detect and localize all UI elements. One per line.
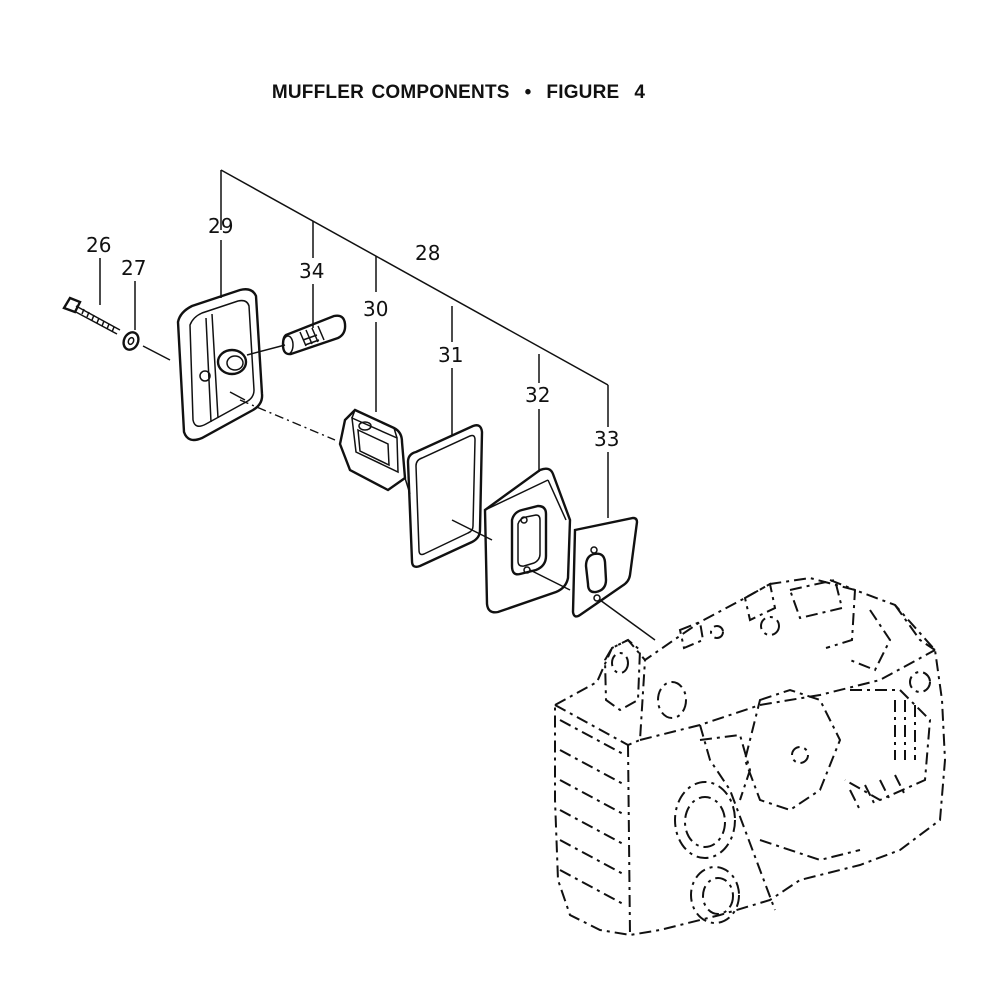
figure-title: MUFFLER COMPONENTS • FIGURE 4: [271, 82, 646, 103]
callout-34: 34: [299, 259, 324, 283]
muffler-cover-part-29: [176, 288, 336, 442]
bolt-part-26: [62, 296, 121, 335]
muffler-body-part-30: [338, 408, 411, 495]
callout-32: 32: [525, 383, 550, 407]
engine-crankcase: [554, 576, 947, 937]
callout-26: 26: [86, 233, 111, 257]
callout-30: 30: [363, 297, 388, 321]
gasket-part-33: [571, 516, 656, 641]
assembly-bracket: [99, 169, 609, 518]
callout-27: 27: [121, 256, 146, 280]
callout-29: 29: [208, 214, 233, 238]
muffler-base-part-32: [483, 467, 572, 614]
screen-part-34: [281, 314, 347, 356]
callout-labels: 26 27 28 29 30 31 32 33 34: [86, 214, 619, 451]
gasket-part-31: [406, 424, 493, 569]
washer-part-27: [122, 331, 171, 361]
callout-28: 28: [415, 241, 440, 265]
callout-33: 33: [594, 427, 619, 451]
callout-31: 31: [438, 343, 463, 367]
